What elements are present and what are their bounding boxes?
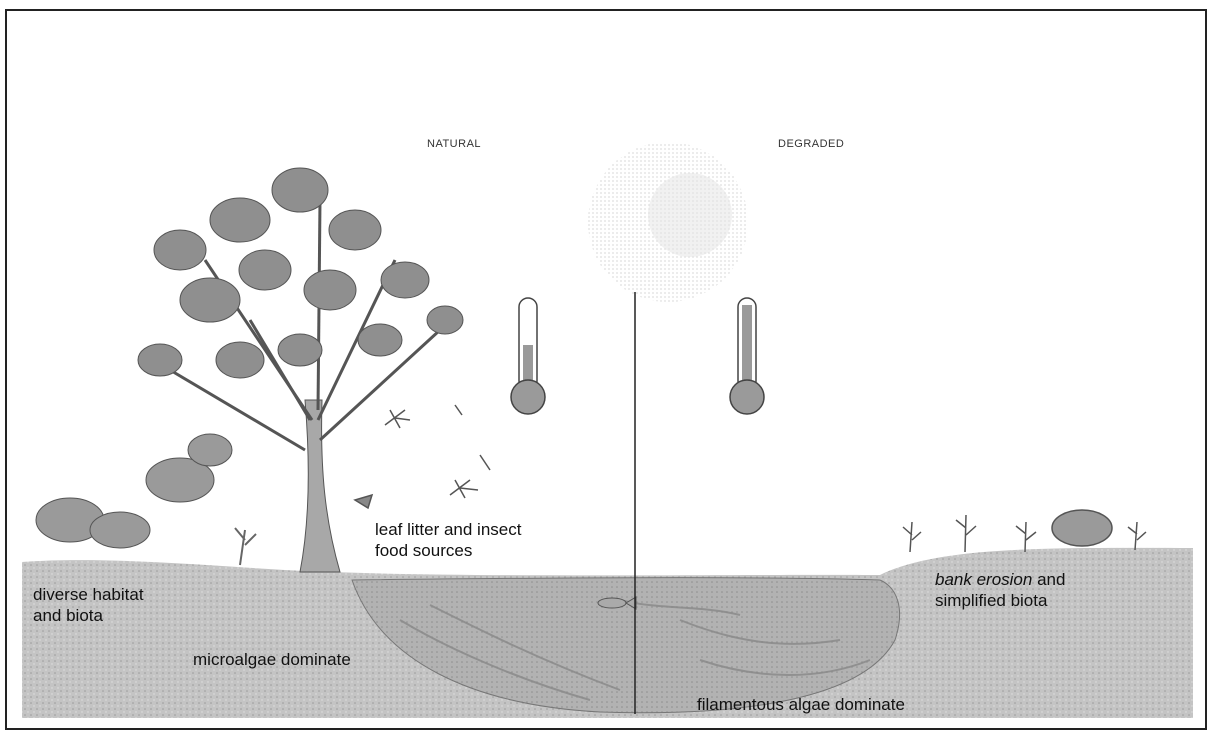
label-bank-erosion: bank erosion and simplified biota [935,569,1065,611]
sun-icon [588,142,748,302]
label-leaf-litter: leaf litter and insect food sources [375,519,521,561]
label-bank-erosion-italic: bank erosion [935,570,1032,589]
tree-icon [138,168,463,572]
heading-natural: NATURAL [427,138,481,150]
shrub-icon [903,510,1146,552]
thermometer-icon [730,298,764,414]
label-diverse-habitat: diverse habitat and biota [33,584,144,626]
label-filamentous: filamentous algae dominate [697,694,905,715]
insect-icon [355,405,490,508]
shrub-icon [36,434,256,565]
label-microalgae: microalgae dominate [193,649,351,670]
thermometer-icon [511,298,545,414]
heading-degraded: DEGRADED [778,138,844,150]
